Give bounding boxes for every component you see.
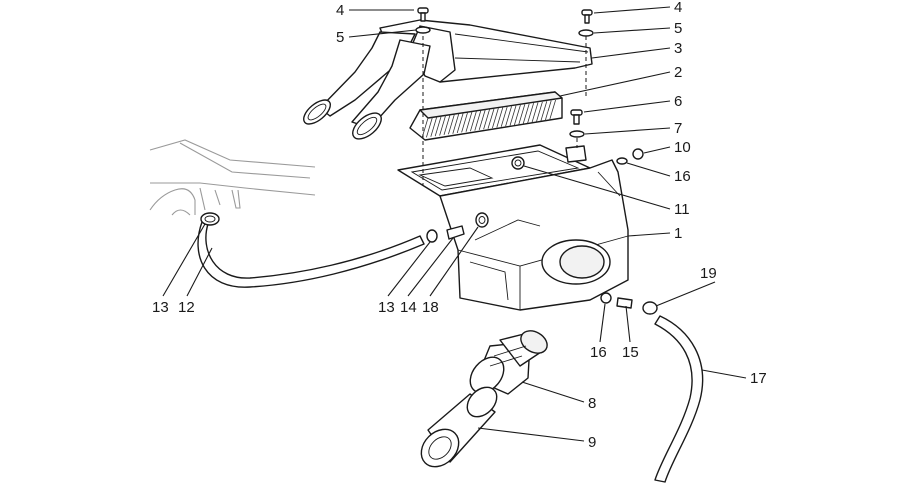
leader-7 bbox=[584, 127, 671, 135]
leader-10 bbox=[643, 146, 671, 154]
leader-12 bbox=[186, 247, 213, 297]
callout-15: 15 bbox=[622, 344, 639, 361]
leader-13b bbox=[387, 241, 431, 297]
leader-2 bbox=[559, 71, 671, 97]
callout-4a: 4 bbox=[336, 2, 344, 19]
callout-leaders bbox=[162, 6, 747, 442]
drain-fittings bbox=[600, 292, 658, 315]
frame-ghost bbox=[149, 139, 316, 216]
callout-3: 3 bbox=[674, 40, 682, 57]
callout-5a: 5 bbox=[336, 29, 344, 46]
leader-9 bbox=[477, 427, 585, 442]
intake-tube bbox=[420, 386, 498, 468]
callout-16a: 16 bbox=[674, 168, 691, 185]
callout-16b: 16 bbox=[590, 344, 607, 361]
callout-17: 17 bbox=[750, 370, 767, 387]
callout-2: 2 bbox=[674, 64, 682, 81]
callout-10: 10 bbox=[674, 139, 691, 156]
callout-11: 11 bbox=[674, 201, 690, 218]
leader-6 bbox=[583, 100, 671, 113]
callout-12: 12 bbox=[178, 299, 195, 316]
leader-15 bbox=[625, 305, 631, 343]
leader-13a bbox=[162, 223, 206, 297]
leader-19 bbox=[655, 281, 716, 307]
assembly-guide-lines bbox=[422, 36, 587, 186]
callout-5b: 5 bbox=[674, 20, 682, 37]
leader-5a bbox=[348, 29, 417, 38]
callout-4b: 4 bbox=[674, 0, 682, 16]
leader-1 bbox=[627, 232, 671, 237]
drain-hose bbox=[654, 315, 704, 483]
callout-19: 19 bbox=[700, 265, 717, 282]
callout-18: 18 bbox=[422, 299, 439, 316]
leader-18 bbox=[429, 226, 479, 297]
callout-13a: 13 bbox=[152, 299, 169, 316]
left-hose-fittings bbox=[426, 212, 489, 243]
callout-1: 1 bbox=[674, 225, 682, 242]
callout-8: 8 bbox=[588, 395, 596, 412]
breather-hose bbox=[197, 212, 425, 288]
leader-16a bbox=[626, 162, 671, 177]
leader-3 bbox=[591, 47, 671, 59]
intake-boot bbox=[469, 330, 548, 395]
callout-13b: 13 bbox=[378, 299, 395, 316]
cover-screw-right bbox=[578, 9, 594, 37]
callout-6: 6 bbox=[674, 93, 682, 110]
leader-14 bbox=[407, 237, 454, 297]
callout-9: 9 bbox=[588, 434, 596, 451]
leader-4b bbox=[593, 6, 671, 14]
filter-cover bbox=[303, 19, 593, 140]
leader-17 bbox=[701, 369, 747, 379]
filter-screw bbox=[569, 109, 585, 138]
callout-7: 7 bbox=[674, 120, 682, 137]
leader-5b bbox=[593, 27, 671, 34]
leader-16b bbox=[599, 303, 606, 343]
leader-11 bbox=[523, 165, 671, 210]
callout-14: 14 bbox=[400, 299, 417, 316]
air-filter-element bbox=[409, 91, 563, 141]
leader-8 bbox=[521, 381, 585, 403]
side-screw bbox=[616, 148, 644, 165]
air-box-body bbox=[439, 159, 629, 311]
callout-labels: 4 5 4 5 3 2 6 7 10 16 11 1 19 13 12 13 1… bbox=[152, 0, 767, 451]
